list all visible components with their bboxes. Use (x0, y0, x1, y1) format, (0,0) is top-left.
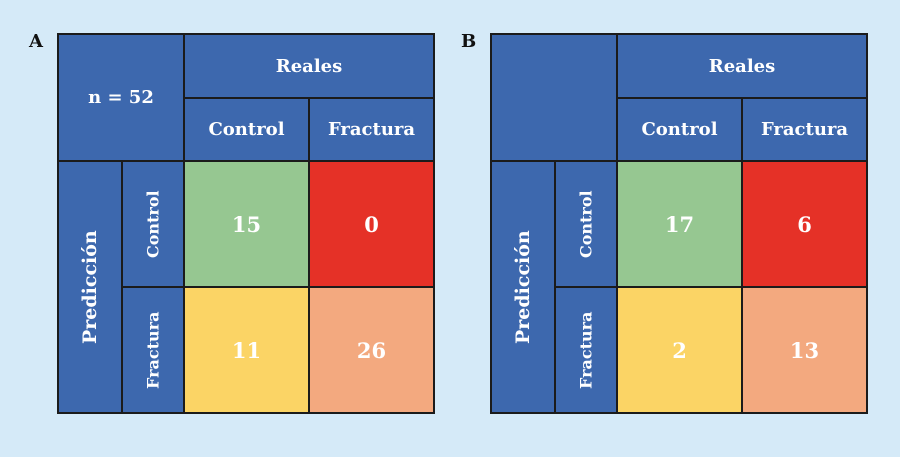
data-cell-false-control: 6 (743, 162, 866, 286)
left-axis-label: Predicción (492, 162, 554, 412)
col-header-control: Control (618, 99, 741, 160)
sample-size-cell (492, 35, 616, 160)
data-cell-false-control: 0 (310, 162, 433, 286)
confusion-matrix-a: n = 52 Reales Control Fractura Predicció… (57, 33, 435, 414)
panel-label-a: A (29, 31, 43, 52)
confusion-matrix-b: Reales Control Fractura Predicción Contr… (490, 33, 868, 414)
sample-size-cell: n = 52 (59, 35, 183, 160)
left-axis-label: Predicción (59, 162, 121, 412)
top-axis-label: Reales (618, 35, 866, 97)
data-cell-false-fractura: 2 (618, 288, 741, 412)
data-cell-false-fractura: 11 (185, 288, 308, 412)
data-cell-true-control: 15 (185, 162, 308, 286)
data-cell-true-fractura: 26 (310, 288, 433, 412)
top-axis-label: Reales (185, 35, 433, 97)
row-header-control: Control (123, 162, 183, 286)
row-header-fractura: Fractura (123, 288, 183, 412)
data-cell-true-control: 17 (618, 162, 741, 286)
panel-label-b: B (461, 31, 477, 52)
row-header-fractura: Fractura (556, 288, 616, 412)
col-header-fractura: Fractura (743, 99, 866, 160)
row-header-control: Control (556, 162, 616, 286)
col-header-control: Control (185, 99, 308, 160)
data-cell-true-fractura: 13 (743, 288, 866, 412)
col-header-fractura: Fractura (310, 99, 433, 160)
